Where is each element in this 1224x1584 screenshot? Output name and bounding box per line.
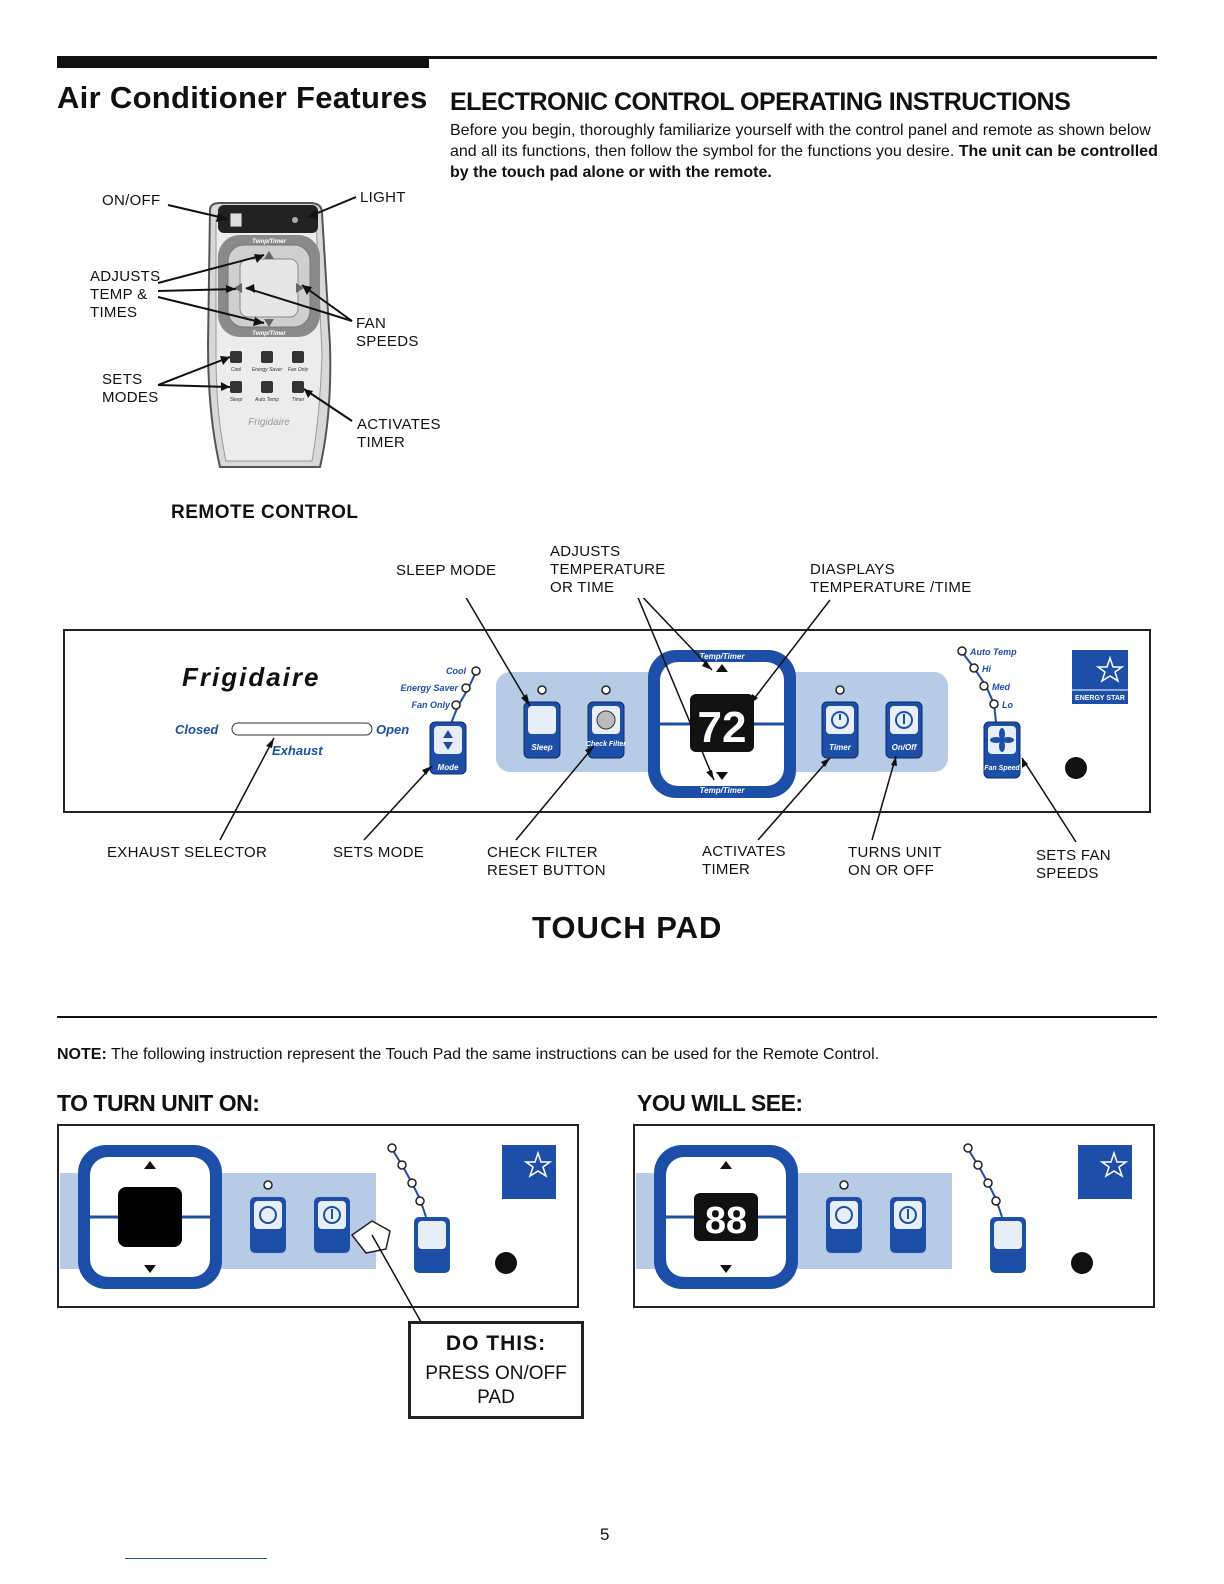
btn-fan-speed-label: Fan Speed [984,765,1020,772]
remote-label-on-off: ON/OFF [102,192,161,209]
remote-brand: Frigidaire [248,417,290,428]
fan-led-auto-temp: Auto Temp [969,647,1017,657]
remote-bottom-label: Temp/Timer [252,331,286,337]
remote-btn-cool: Cool [231,367,242,373]
remote-btn-auto-temp: Auto Temp [254,397,279,403]
fan-led-med: Med [992,682,1011,692]
exhaust-closed-label: Closed [175,722,219,737]
turn-on-heading: TO TURN UNIT ON: [57,1090,260,1116]
fan-led-hi: Hi [982,664,991,674]
remote-label-light: LIGHT [360,189,406,206]
touch-pad-diagram: Frigidaire Closed Open Exhaust Cool Ener… [63,598,1151,843]
display-value: 72 [698,703,747,752]
callout-displays: DIASPLAYS TEMPERATURE /TIME [810,561,972,596]
section-divider [57,1016,1157,1018]
remote-caption: REMOTE CONTROL [171,502,359,523]
remote-btn-fan-only: Fan Only [288,367,309,373]
remote-control-diagram: Temp/Timer Temp/Timer Cool Energy Saver … [157,196,357,468]
remote-label-sets-modes: SETS MODES [102,371,159,406]
result-panel: 88 [633,1124,1155,1308]
remote-label-adjusts: ADJUSTS TEMP & TIMES [90,268,161,321]
callout-adjusts: ADJUSTS TEMPERATURE OR TIME [550,543,666,596]
do-this-box: DO THIS: PRESS ON/OFF PAD [408,1321,584,1419]
note-text: The following instruction represent the … [106,1046,880,1063]
display-bottom-label: Temp/Timer [700,786,746,795]
callout-turns-unit: TURNS UNIT ON OR OFF [848,844,942,879]
mode-led-cool: Cool [446,666,466,676]
callout-check-filter: CHECK FILTER RESET BUTTON [487,844,606,879]
btn-check-filter-label: Check Filter [586,741,627,748]
callout-sets-fan: SETS FAN SPEEDS [1036,847,1111,882]
display-top-label: Temp/Timer [700,652,746,661]
turn-on-panel [57,1124,579,1346]
intro-paragraph: Before you begin, thoroughly familiarize… [450,120,1160,183]
callout-activates-timer: ACTIVATES TIMER [702,843,786,878]
mode-led-energy: Energy Saver [400,683,458,693]
do-this-title: DO THIS: [445,1332,547,1355]
remote-top-label: Temp/Timer [252,239,286,245]
exhaust-label: Exhaust [272,743,323,758]
remote-label-activates-timer: ACTIVATES TIMER [357,416,441,451]
callout-sleep-mode: SLEEP MODE [396,562,497,579]
note-paragraph: NOTE: The following instruction represen… [57,1046,879,1064]
remote-label-fan-speeds: FAN SPEEDS [356,315,419,350]
btn-sleep-label: Sleep [531,743,552,752]
remote-btn-energy: Energy Saver [252,367,283,373]
callout-exhaust-selector: EXHAUST SELECTOR [107,844,268,861]
touch-pad-title: TOUCH PAD [532,910,723,945]
you-will-see-heading: YOU WILL SEE: [637,1090,803,1116]
intro-text: Before you begin, thoroughly familiarize… [450,122,1151,160]
note-prefix: NOTE: [57,1046,107,1063]
result-display-value: 88 [705,1200,747,1242]
section-title: Air Conditioner Features [57,80,428,115]
remote-btn-sleep: Sleep [230,397,243,403]
callout-sets-mode: SETS MODE [333,844,425,861]
energy-star-label: ENERGY STAR [1075,695,1125,702]
mode-led-fan-only: Fan Only [411,700,450,710]
footer-link-line [125,1558,267,1559]
instructions-heading: ELECTRONIC CONTROL OPERATING INSTRUCTION… [450,88,1071,116]
btn-mode-label: Mode [438,763,459,772]
fan-led-lo: Lo [1002,700,1013,710]
exhaust-open-label: Open [376,722,409,737]
header-rule-thick [57,56,429,68]
btn-timer-label: Timer [829,743,852,752]
touchpad-brand: Frigidaire [182,662,320,692]
btn-on-off-label: On/Off [892,743,918,752]
header-rule-thin [429,56,1157,59]
intro-bold-text: The unit can be controlled by the touch … [450,143,1158,181]
do-this-text: PRESS ON/OFF PAD [425,1363,567,1408]
page-number: 5 [600,1525,610,1544]
remote-btn-timer: Timer [292,397,305,403]
